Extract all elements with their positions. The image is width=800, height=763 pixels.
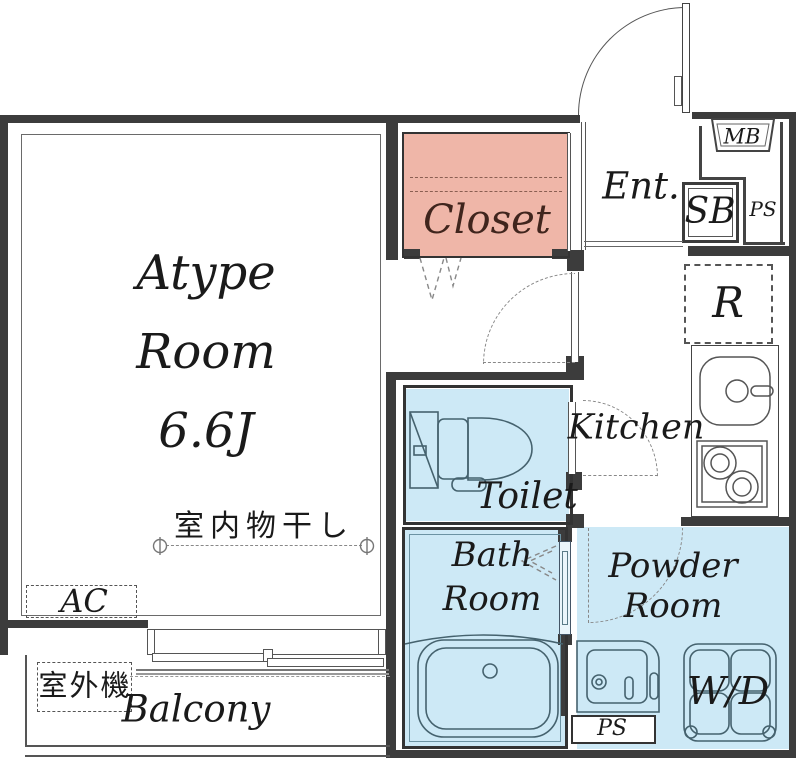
ps-chase-line-1 — [699, 126, 702, 180]
refrigerator-box — [684, 264, 773, 344]
wall-powder-top — [681, 517, 789, 526]
bath-floor — [405, 530, 565, 746]
toilet-floor — [406, 389, 569, 521]
wall-corridor-toilet — [386, 372, 578, 380]
main-room-label-line1: Atype — [136, 245, 276, 301]
pipe-space-bottom-box — [571, 715, 656, 744]
main-room-label-line2: Room — [136, 324, 276, 380]
mail-box-shape — [710, 118, 776, 152]
wall-basin-west — [560, 644, 567, 716]
bath-room-label-line2: Room — [442, 579, 542, 619]
mail-box-label: MB — [723, 124, 761, 149]
toilet-label: Toilet — [476, 476, 578, 517]
wall-top-right — [692, 112, 796, 119]
powder-room-label-line2: Room — [623, 586, 723, 626]
bath-folding-door-inner — [562, 551, 568, 625]
toilet-fixture — [409, 411, 533, 492]
corridor-west-wall — [581, 122, 586, 250]
wall-block-closet-se — [567, 250, 584, 271]
window-sill-line-2 — [136, 673, 389, 675]
wall-right — [789, 112, 796, 758]
wall-left — [0, 115, 8, 655]
washbasin-fixture — [576, 640, 660, 713]
closet-opening-end-right — [552, 249, 568, 259]
window-sill-line-1 — [136, 669, 389, 671]
closet-shelf-line-1 — [410, 177, 562, 179]
closet-shelf-line-2 — [410, 191, 562, 193]
wall-main-bottom — [8, 620, 148, 628]
washer-dryer-label: W/D — [686, 669, 770, 713]
bath-frame — [402, 527, 568, 749]
kitchen-label: Kitchen — [567, 407, 705, 448]
main-room-label: Atype Room 6.6J — [136, 234, 275, 471]
ps-chase-line-3 — [743, 177, 746, 245]
washer-dryer-fixture — [683, 643, 777, 742]
shoe-box — [682, 182, 739, 243]
balcony-label: Balcony — [121, 687, 271, 731]
drying-pole-line — [166, 545, 362, 547]
ps-chase-line-2 — [699, 177, 746, 180]
ac-label: AC — [60, 582, 108, 620]
bath-inner-line — [409, 534, 561, 742]
bath-room-label-line1: Bath — [451, 535, 533, 575]
closet-east-wall — [567, 133, 571, 251]
powder-room-label-line1: Powder — [608, 546, 738, 586]
drying-pole-markers — [152, 537, 375, 555]
bathtub-fixture — [404, 634, 564, 738]
wall-top-left — [8, 115, 580, 123]
window-jamb-left — [147, 629, 155, 655]
corridor-door-open-line — [483, 362, 575, 364]
wall-east-upper — [386, 122, 398, 260]
main-room-inner-line — [21, 134, 381, 616]
ps-chase-line-5 — [780, 122, 783, 245]
ac-unit-box — [26, 585, 137, 618]
entrance-door-closer — [674, 76, 682, 106]
pipe-space-bottom-label: PS — [597, 716, 627, 741]
stove-fixture — [696, 440, 768, 508]
closet-floor — [404, 134, 570, 256]
balcony-bottom-line-1 — [25, 745, 390, 747]
balcony-left-line — [25, 655, 27, 747]
window-panel-2 — [267, 658, 384, 667]
ps-chase-line-4 — [743, 242, 785, 245]
bath-room-label: Bath Room — [443, 533, 542, 621]
powder-room-label: Powder Room — [608, 546, 737, 626]
pipe-space-top-label: PS — [749, 197, 777, 221]
balcony-bottom-line-2 — [25, 755, 390, 757]
balcony-eave-line — [130, 676, 390, 678]
kitchen-counter — [691, 345, 779, 517]
wall-bottom — [386, 750, 796, 758]
outdoor-unit-box — [37, 662, 132, 712]
refrigerator-label: R — [712, 278, 744, 327]
genkan-step-line — [584, 241, 683, 247]
drying-label: 室内物干し — [174, 509, 354, 544]
outdoor-unit-label: 室外機 — [38, 668, 132, 703]
closet-label: Closet — [423, 197, 551, 243]
kitchen-sink-fixture — [699, 356, 774, 426]
powder-door-open-line — [588, 528, 590, 623]
window-jamb-right — [378, 629, 386, 655]
closet-fold-marks — [419, 257, 462, 303]
shoe-box-inner-line — [688, 188, 733, 237]
wall-east-lower — [386, 378, 396, 750]
toilet-door-leaf — [568, 402, 576, 474]
shoe-box-label: SB — [684, 191, 736, 232]
entrance-door-leaf — [682, 3, 690, 113]
toilet-door-open-line — [583, 475, 658, 477]
main-room-label-line3: 6.6J — [158, 403, 254, 459]
entrance-label: Ent. — [602, 164, 680, 208]
closet-opening-end-left — [404, 249, 420, 259]
wall-ent-kitchen — [688, 246, 789, 256]
bath-fold-marks — [520, 545, 557, 581]
